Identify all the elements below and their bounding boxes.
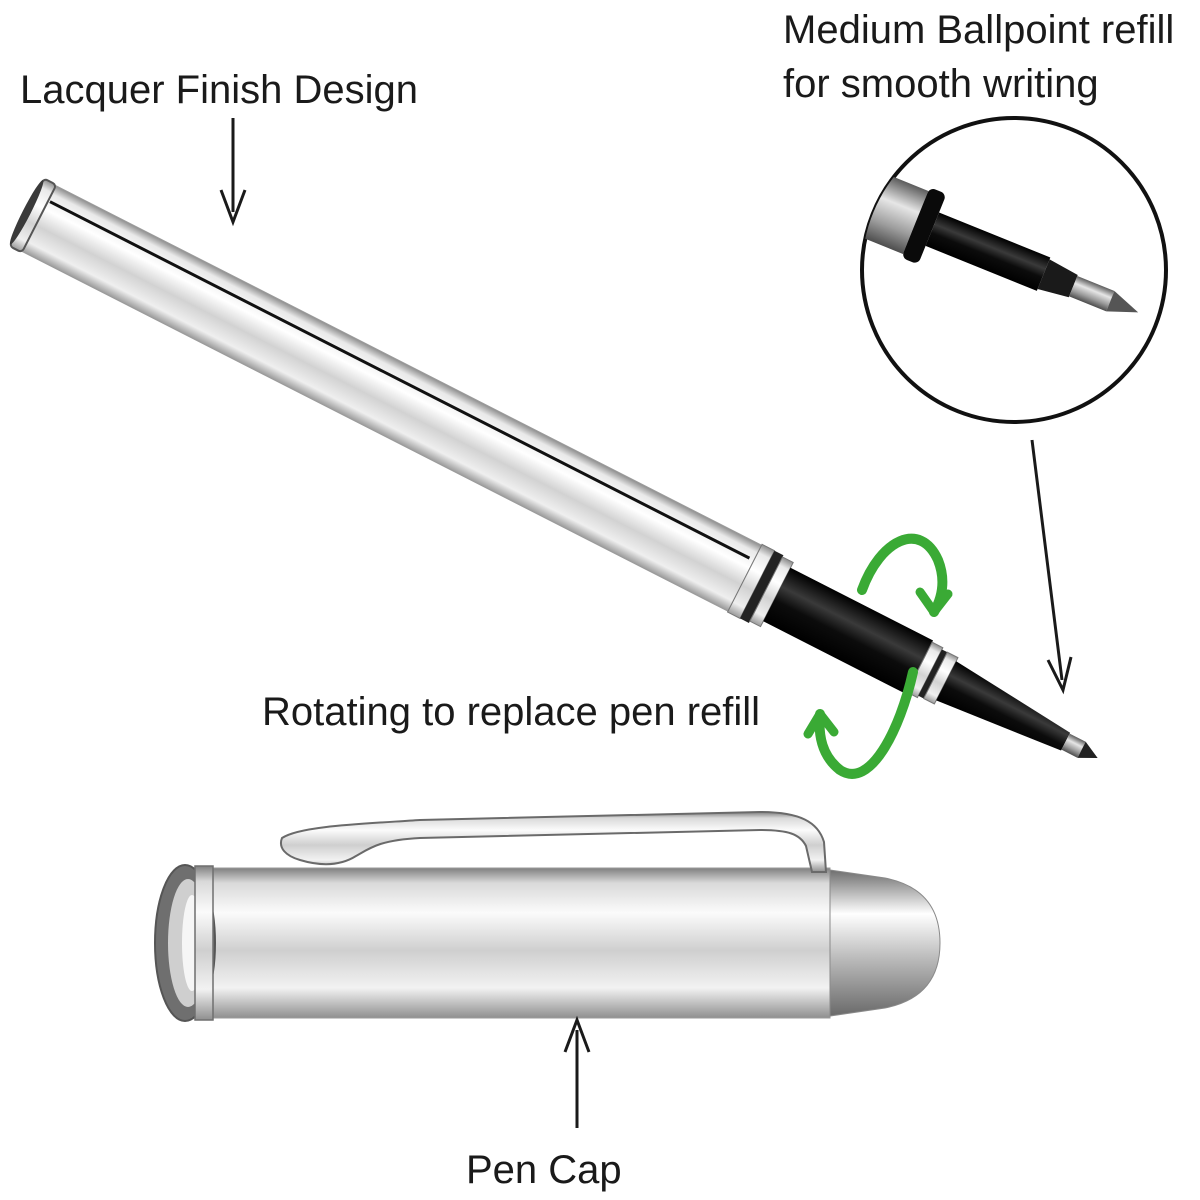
arrow-diagonal-icon	[1030, 439, 1073, 695]
pen-cap	[154, 810, 941, 1022]
rotating-label: Rotating to replace pen refill	[262, 690, 761, 734]
barrel-stripe	[49, 200, 751, 560]
cap-clip	[280, 810, 828, 873]
arrow-up-icon	[563, 1015, 591, 1128]
cap-tube	[184, 867, 831, 1019]
pen-barrel	[14, 181, 763, 612]
rotate-arrows-icon	[803, 533, 953, 779]
pen-grip	[763, 567, 934, 694]
arrow-down-icon	[219, 118, 247, 227]
refill-magnifier	[860, 116, 1168, 424]
refill-label-line1: Medium Ballpoint refill	[783, 8, 1175, 52]
refill-label-line2: for smooth writing	[783, 62, 1099, 106]
pen-tip	[936, 661, 1071, 751]
pen-cap-label: Pen Cap	[466, 1148, 622, 1192]
cap-ring	[194, 865, 214, 1021]
barrel-ring-2	[740, 550, 784, 623]
pen-body	[9, 178, 1098, 758]
cap-finial	[829, 869, 941, 1017]
lacquer-finish-label: Lacquer Finish Design	[20, 68, 418, 112]
